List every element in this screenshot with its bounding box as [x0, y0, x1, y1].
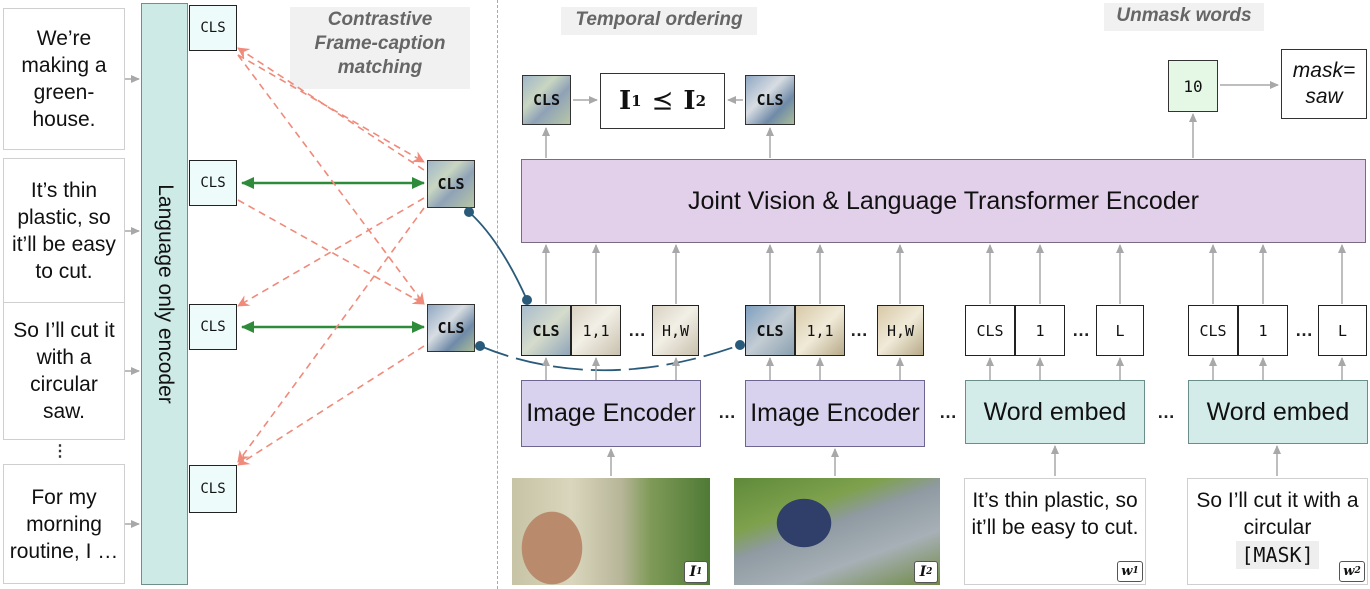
prediction-box: 10 [1168, 60, 1218, 112]
caption-text-2: It’s thin plastic, so it’ll be easy to c… [12, 179, 116, 283]
lang-cls-3: CLS [189, 304, 237, 350]
encoder-ellipsis-2: … [939, 402, 957, 422]
contrastive-section-title: Contrastive Frame-caption matching [290, 7, 470, 89]
contrastive-negative-arrows [237, 47, 425, 466]
encoder-ellipsis-3: … [1157, 402, 1175, 422]
w2-token-first: 1 [1238, 305, 1288, 356]
image-cls-1: CLS [427, 160, 475, 208]
caption-box-3: So I’ll cut it with a circular saw. [3, 302, 125, 440]
caption-text-1: We’re making a green-house. [21, 27, 107, 131]
image-encoder-1: Image Encoder [521, 380, 701, 447]
caption-text-3: So I’ll cut it with a circular saw. [13, 319, 115, 423]
w2-token-last: L [1318, 305, 1367, 356]
lang-cls-1: CLS [189, 5, 237, 51]
temporal-cls-2: CLS [745, 75, 795, 125]
input-to-encoder-arrows [607, 445, 1281, 476]
section-divider [497, 0, 498, 589]
token-to-transformer-arrows [542, 244, 1346, 304]
language-encoder-label: Language only encoder [153, 184, 177, 404]
w1-token-cls: CLS [965, 305, 1015, 356]
word-embed-1: Word embed [965, 380, 1145, 444]
w2-token-ellipsis: … [1295, 320, 1313, 340]
caption-text-4: For my morning routine, I … [9, 485, 119, 563]
img1-token-first: 1,1 [571, 305, 621, 356]
caption-box-1: We’re making a green-house. [3, 8, 125, 150]
w1-token-ellipsis: … [1072, 320, 1090, 340]
temporal-cls-1: CLS [522, 75, 571, 125]
unmask-section-title: Unmask words [1104, 3, 1264, 31]
encoder-to-token-arrows [542, 357, 1346, 380]
mask-output-box: mask= saw [1281, 49, 1367, 119]
text-input-1: It’s thin plastic, so it’ll be easy to c… [964, 478, 1146, 585]
mask-token: [MASK] [1236, 541, 1319, 569]
caption-ellipsis: ⋮ [52, 443, 68, 460]
img2-token-cls: CLS [745, 305, 795, 356]
lang-cls-2: CLS [189, 160, 237, 206]
w1-token-first: 1 [1015, 305, 1065, 356]
img2-token-last: H,W [877, 305, 924, 356]
w1-token-last: L [1096, 305, 1144, 356]
image-encoder-2: Image Encoder [745, 380, 925, 447]
caption-arrows [125, 75, 140, 528]
temporal-section-title: Temporal ordering [561, 7, 757, 35]
img2-token-first: 1,1 [795, 305, 845, 356]
word-embed-2: Word embed [1188, 380, 1368, 444]
img2-token-ellipsis: … [850, 320, 868, 340]
img1-token-last: H,W [652, 305, 699, 356]
image-cls-2: CLS [427, 304, 475, 352]
caption-box-4: For my morning routine, I … [3, 464, 125, 584]
caption-box-2: It’s thin plastic, so it’ll be easy to c… [3, 158, 125, 304]
lang-cls-4: CLS [189, 465, 237, 513]
img1-token-cls: CLS [521, 305, 571, 356]
w2-token-cls: CLS [1188, 305, 1238, 356]
img1-token-ellipsis: … [628, 320, 646, 340]
encoder-ellipsis-1: … [718, 402, 736, 422]
language-only-encoder: Language only encoder [141, 3, 188, 585]
joint-transformer-encoder: Joint Vision & Language Transformer Enco… [521, 159, 1366, 243]
contrastive-positive-arrows [241, 177, 425, 333]
